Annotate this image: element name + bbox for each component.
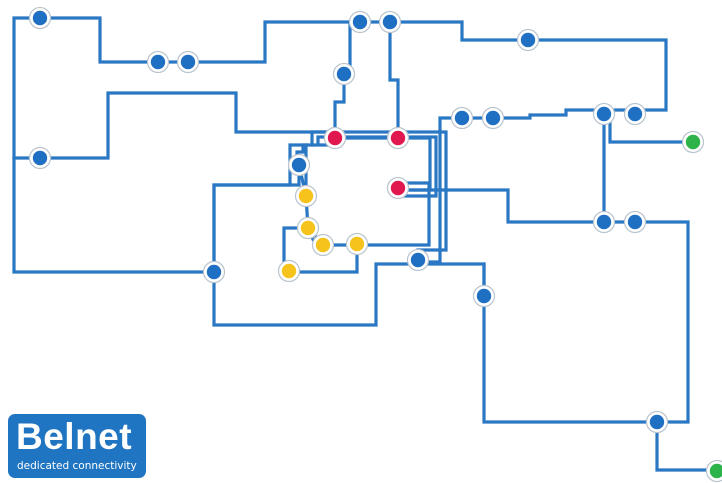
core-node-dot [180, 54, 196, 70]
core-node-dot [596, 214, 612, 230]
core-node [348, 10, 372, 34]
core-node [592, 102, 616, 126]
access-node [345, 232, 369, 256]
network-link [388, 20, 400, 140]
network-link [396, 188, 606, 224]
network-link [12, 156, 216, 274]
core-node [406, 248, 430, 272]
external-node-dot [685, 134, 701, 150]
access-node-dot [281, 263, 297, 279]
access-node [294, 184, 318, 208]
network-link [358, 20, 668, 112]
external-node [681, 130, 705, 154]
core-node-dot [291, 157, 307, 173]
core-node-dot [454, 110, 470, 126]
network-link [655, 420, 719, 472]
hub-node [323, 126, 347, 150]
core-node-dot [150, 54, 166, 70]
access-node-dot [300, 220, 316, 236]
core-node-dot [32, 10, 48, 26]
core-node [332, 62, 356, 86]
core-node-dot [206, 264, 222, 280]
access-node-dot [315, 237, 331, 253]
network-link [297, 163, 431, 247]
core-node-dot [410, 252, 426, 268]
core-node [378, 10, 402, 34]
core-node-dot [485, 110, 501, 126]
external-node [705, 459, 722, 483]
core-node-dot [382, 14, 398, 30]
external-node-dot [709, 463, 722, 479]
network-link [602, 108, 690, 424]
core-node [287, 153, 311, 177]
hub-node-dot [327, 130, 343, 146]
core-node [623, 102, 647, 126]
core-node [176, 50, 200, 74]
network-link [316, 135, 438, 198]
core-node-dot [627, 214, 643, 230]
core-node [472, 284, 496, 308]
network-link [602, 108, 695, 144]
core-node-dot [352, 14, 368, 30]
core-node-dot [32, 150, 48, 166]
core-node-dot [476, 288, 492, 304]
access-node [311, 233, 335, 257]
network-nodes [28, 6, 722, 483]
access-node-dot [298, 188, 314, 204]
hub-node-dot [390, 180, 406, 196]
access-node-dot [349, 236, 365, 252]
core-node [592, 210, 616, 234]
core-node-dot [520, 32, 536, 48]
network-link [212, 163, 659, 424]
network-link [12, 16, 337, 160]
core-node [202, 260, 226, 284]
core-node [28, 6, 52, 30]
access-node [277, 259, 301, 283]
logo-wordmark: Belnet [16, 416, 133, 457]
hub-node [386, 126, 410, 150]
core-node [481, 106, 505, 130]
hub-node-dot [390, 130, 406, 146]
core-node [450, 106, 474, 130]
core-node-dot [649, 414, 665, 430]
core-node [28, 146, 52, 170]
hub-node [386, 176, 410, 200]
access-node [296, 216, 320, 240]
core-node [645, 410, 669, 434]
core-node [623, 210, 647, 234]
network-link [38, 16, 362, 64]
core-node-dot [627, 106, 643, 122]
core-node-dot [596, 106, 612, 122]
core-node-dot [336, 66, 352, 82]
core-node [146, 50, 170, 74]
logo-tagline: dedicated connectivity [17, 460, 137, 472]
core-node [516, 28, 540, 52]
belnet-logo: Belnet dedicated connectivity [8, 414, 146, 478]
